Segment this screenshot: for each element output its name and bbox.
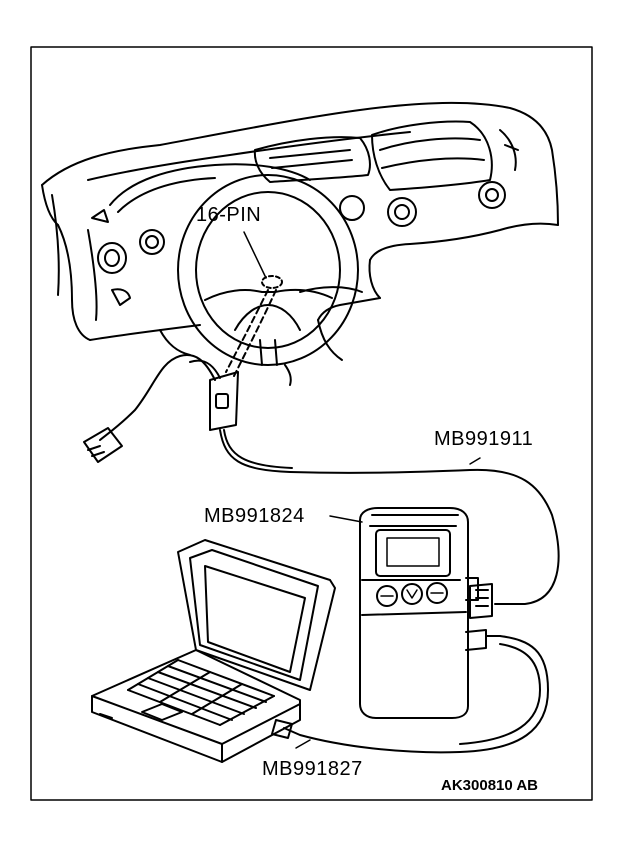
- interface-device-mb991824: [359, 507, 501, 719]
- interface-leader-line: [329, 515, 363, 523]
- connector-label: 16-PIN: [196, 204, 262, 226]
- usb-cable-leader-line: [295, 739, 311, 749]
- steering-wheel: [177, 174, 359, 386]
- dashboard: [41, 101, 559, 361]
- interface-label: MB991824: [204, 505, 305, 527]
- usb-cable-label: MB991827: [262, 758, 363, 780]
- diagnostic-connector-16-pin: [243, 231, 283, 289]
- main-harness-label: MB991911: [434, 428, 534, 450]
- laptop-computer: [91, 539, 336, 763]
- harness-mb991911: [83, 289, 560, 605]
- figure-id-label: AK300810 AB: [441, 777, 538, 794]
- usb-cable-mb991827: [271, 635, 549, 754]
- figure-frame: [30, 46, 593, 801]
